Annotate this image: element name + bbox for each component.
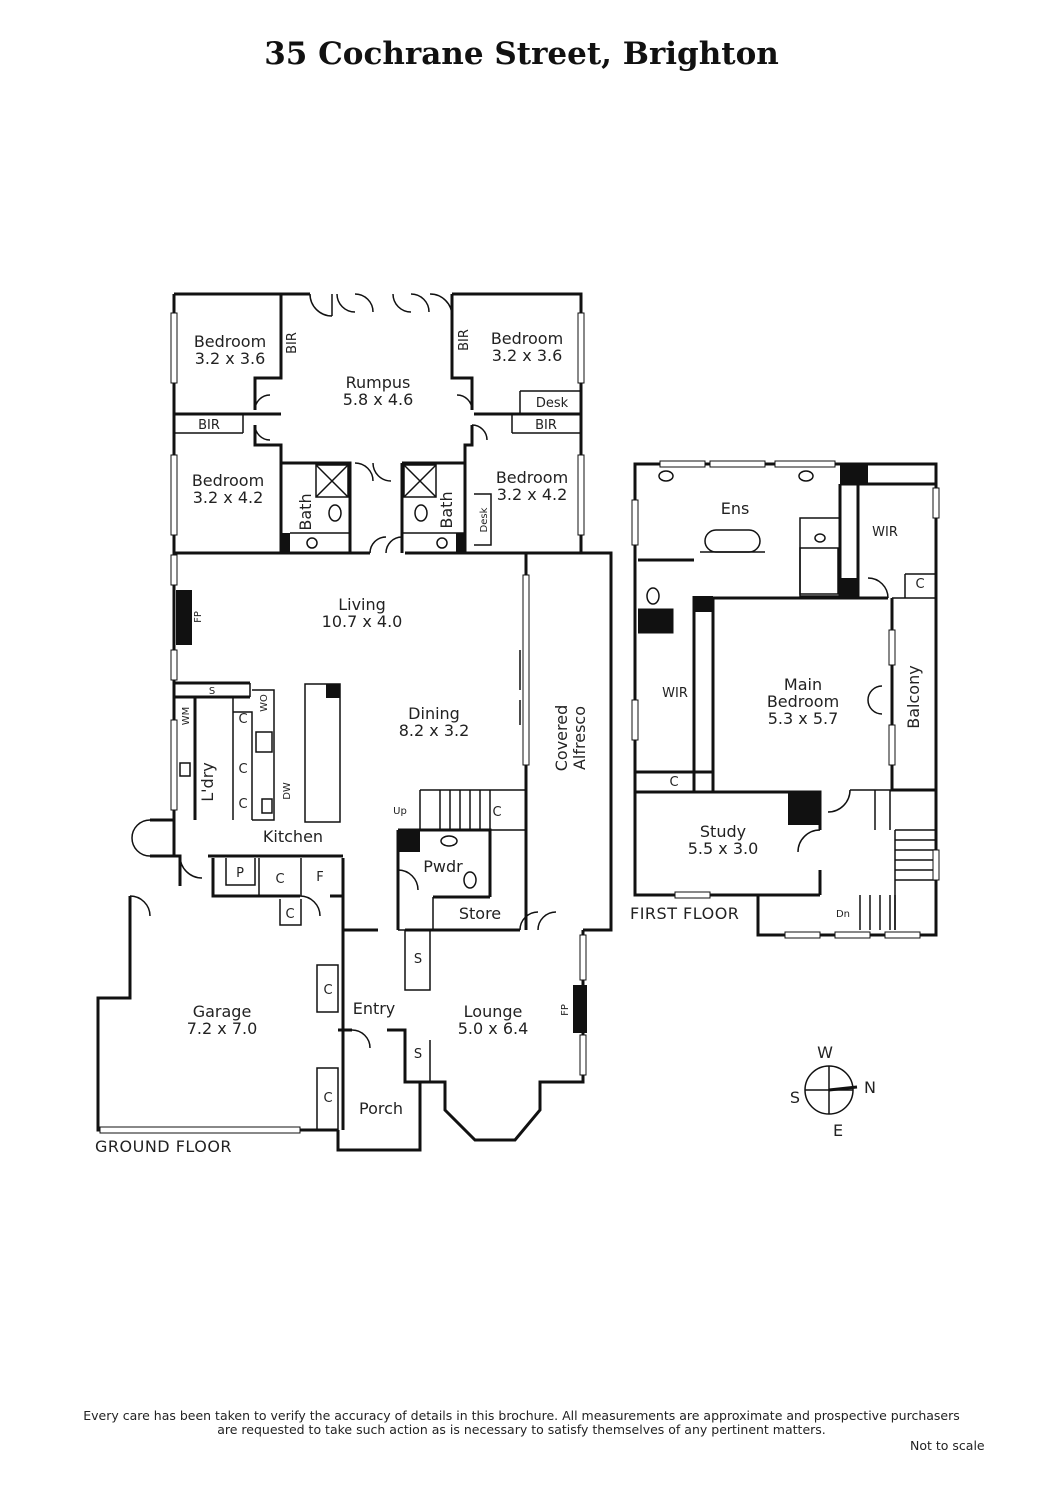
bir-label-tr: BIR <box>457 329 472 351</box>
pantry-label: P <box>236 866 244 881</box>
stair-down-label: Dn <box>836 909 850 920</box>
fp-label-lounge: FP <box>560 1004 571 1016</box>
first-floor-label: FIRST FLOOR <box>630 904 739 923</box>
bedroom-mr-name: Bedroom <box>496 468 568 487</box>
shelf-label-entry: S <box>414 952 422 967</box>
living-name: Living <box>338 595 386 614</box>
bir-label-ml: BIR <box>198 418 220 433</box>
bath-label-left: Bath <box>296 493 315 530</box>
fixtures-first <box>646 470 889 853</box>
covered-alfresco-label-2: Alfresco <box>570 706 589 770</box>
cupboard-label-k5: C <box>285 907 294 922</box>
entry-label: Entry <box>353 999 396 1018</box>
lounge-name: Lounge <box>464 1002 523 1021</box>
dining-dims: 8.2 x 3.2 <box>399 721 470 740</box>
dining-name: Dining <box>408 704 460 723</box>
lounge-dims: 5.0 x 6.4 <box>458 1019 529 1038</box>
compass-s: S <box>790 1088 800 1107</box>
cupboard-label-k3: C <box>238 797 247 812</box>
bedroom-tl-name: Bedroom <box>194 332 266 351</box>
main-bedroom-dims: 5.3 x 5.7 <box>768 709 839 728</box>
cupboard-label-k2: C <box>238 762 247 777</box>
fireplace-lounge <box>573 985 587 1033</box>
rumpus-name: Rumpus <box>346 373 411 392</box>
bedroom-tr-dims: 3.2 x 3.6 <box>492 346 563 365</box>
main-bedroom-name-2: Bedroom <box>767 692 839 711</box>
disclaimer-line-2: are requested to take such action as is … <box>217 1422 826 1437</box>
study-dims: 5.5 x 3.0 <box>688 839 759 858</box>
compass <box>804 1065 858 1115</box>
wir-label-ensuite: WIR <box>872 525 898 540</box>
fp-label-living: FP <box>193 611 204 623</box>
bedroom-mr-dims: 3.2 x 4.2 <box>497 485 568 504</box>
wm-label: WM <box>181 707 192 726</box>
wo-label: WO <box>259 694 270 712</box>
bedroom-ml-name: Bedroom <box>192 471 264 490</box>
bath-label-right: Bath <box>437 491 456 528</box>
not-to-scale-note: Not to scale <box>910 1438 985 1453</box>
disclaimer-line-1: Every care has been taken to verify the … <box>83 1408 960 1423</box>
page-title: 35 Cochrane Street, Brighton <box>264 36 779 72</box>
bedroom-ml-dims: 3.2 x 4.2 <box>193 488 264 507</box>
bir-label-tl: BIR <box>285 332 300 354</box>
cupboard-label-garage-1: C <box>323 983 332 998</box>
balcony-label: Balcony <box>904 665 923 728</box>
compass-e: E <box>833 1121 843 1140</box>
covered-alfresco-label-1: Covered <box>552 705 571 772</box>
wir-label-main: WIR <box>662 686 688 701</box>
desk-label-mr: Desk <box>479 507 490 532</box>
compass-w: W <box>817 1043 833 1062</box>
disclaimer: Every care has been taken to verify the … <box>0 1409 1043 1437</box>
fixtures-ground <box>179 464 477 889</box>
rumpus-dims: 5.8 x 4.6 <box>343 390 414 409</box>
porch-label: Porch <box>359 1099 403 1118</box>
fridge-label: F <box>316 870 323 885</box>
first-floor-chimney <box>788 792 820 825</box>
cupboard-label-k1: C <box>238 712 247 727</box>
bedroom-tr-name: Bedroom <box>491 329 563 348</box>
ground-floor-label: GROUND FLOOR <box>95 1137 232 1156</box>
cupboard-label-first-1: C <box>915 577 924 592</box>
ensuite-label: Ens <box>721 499 750 518</box>
bedroom-tl-dims: 3.2 x 3.6 <box>195 349 266 368</box>
store-label: Store <box>459 904 501 923</box>
pwdr-label: Pwdr <box>423 857 463 876</box>
bir-label-mr: BIR <box>535 418 557 433</box>
garage-dims: 7.2 x 7.0 <box>187 1019 258 1038</box>
fireplace-living <box>176 590 192 645</box>
desk-label-tr: Desk <box>536 396 569 411</box>
windows-ground <box>99 312 587 1134</box>
main-bedroom-name-1: Main <box>784 675 822 694</box>
garage-name: Garage <box>193 1002 252 1021</box>
sink-label-laundry: S <box>209 686 215 697</box>
cupboard-label-garage-2: C <box>323 1091 332 1106</box>
study-name: Study <box>700 822 746 841</box>
stair-up-label: Up <box>393 806 407 817</box>
compass-n: N <box>864 1078 876 1097</box>
cupboard-label-stair: C <box>492 805 501 820</box>
windows-first <box>631 460 940 939</box>
cupboard-label-k4: C <box>275 872 284 887</box>
cupboard-label-first-2: C <box>669 775 678 790</box>
door-swings-ground <box>129 293 557 1049</box>
laundry-label: L'dry <box>198 762 217 802</box>
dw-label: DW <box>282 782 293 800</box>
living-dims: 10.7 x 4.0 <box>322 612 403 631</box>
kitchen-label: Kitchen <box>263 827 323 846</box>
shelf-label-porch: S <box>414 1047 422 1062</box>
